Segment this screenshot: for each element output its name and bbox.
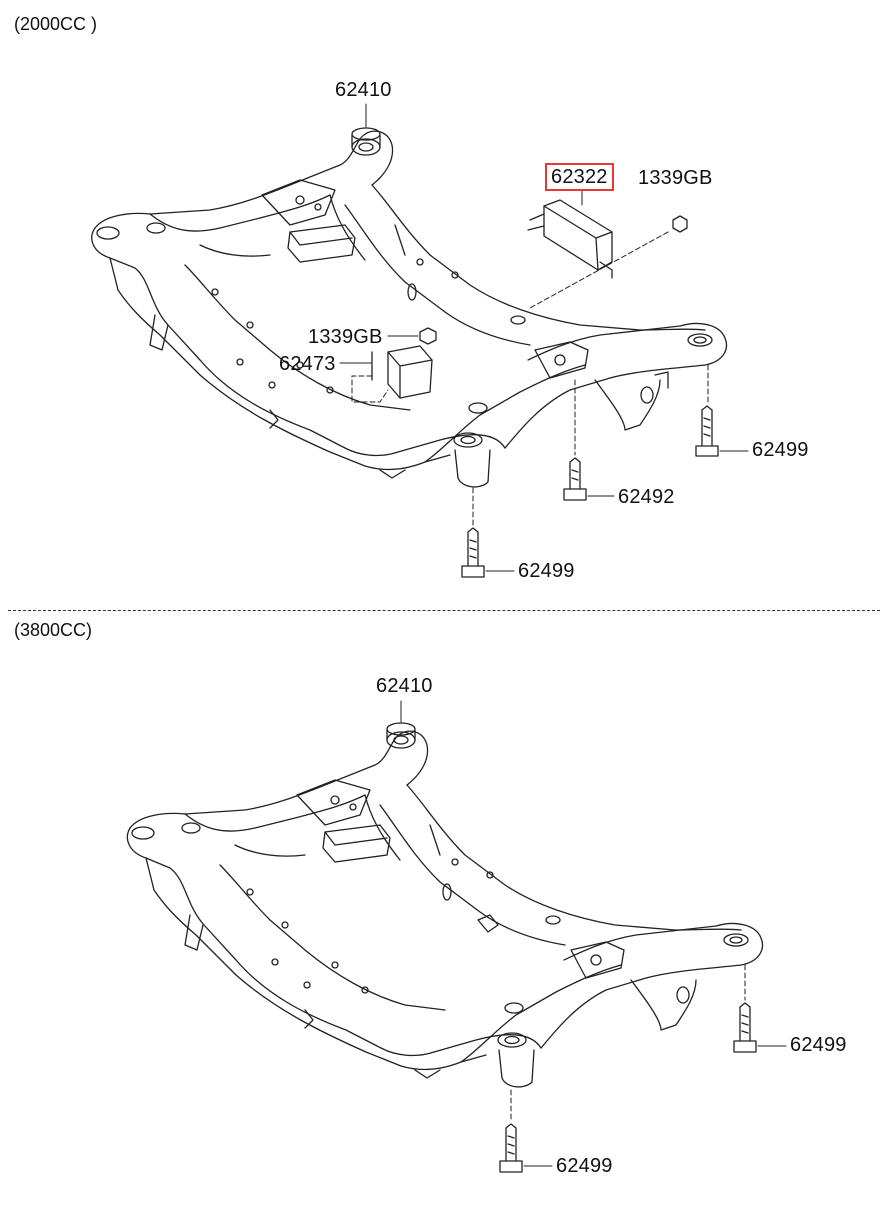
section-title-2000cc: (2000CC ) bbox=[14, 14, 98, 34]
subframe-3800cc bbox=[126, 722, 764, 1173]
callout-62499-right-3800cc: 62499 bbox=[790, 1034, 847, 1056]
bolt-62499-right-2000cc bbox=[695, 405, 719, 457]
section-divider bbox=[8, 610, 880, 611]
subframe-2000cc bbox=[91, 127, 728, 578]
callout-62499-front-3800cc: 62499 bbox=[556, 1155, 613, 1177]
callout-62322-highlighted: 62322 bbox=[545, 163, 614, 191]
bolt-62499-front-2000cc bbox=[461, 527, 485, 578]
callout-62499-right-2000cc: 62499 bbox=[752, 439, 809, 461]
callout-62410-3800cc: 62410 bbox=[376, 675, 433, 697]
callout-1339gb-right: 1339GB bbox=[638, 167, 713, 189]
bolt-62499-right-3800cc bbox=[733, 1002, 757, 1053]
bolt-62499-front-3800cc bbox=[499, 1123, 523, 1173]
callout-62473: 62473 bbox=[279, 353, 336, 375]
callout-62499-front-2000cc: 62499 bbox=[518, 560, 575, 582]
callout-1339gb-center: 1339GB bbox=[308, 326, 383, 348]
callout-62492: 62492 bbox=[618, 486, 675, 508]
bolt-62492-2000cc bbox=[563, 457, 587, 501]
section-title-3800cc: (3800CC) bbox=[14, 620, 93, 640]
callout-62410-2000cc: 62410 bbox=[335, 79, 392, 101]
